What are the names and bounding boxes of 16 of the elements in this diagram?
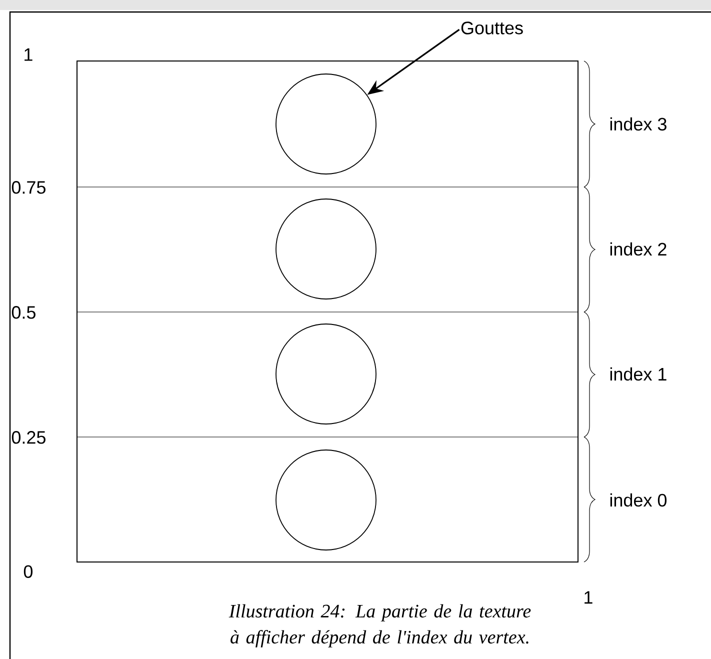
axis-label: 0.5 <box>12 306 36 319</box>
axis-label: 1 <box>584 591 592 604</box>
index-label: index 3 <box>610 117 666 131</box>
index-label: index 2 <box>610 242 666 256</box>
axis-label: 0.25 <box>12 431 46 444</box>
drop-circle <box>276 74 376 174</box>
drop-circle <box>276 324 376 424</box>
drop-circle <box>276 450 376 550</box>
axis-label: 0.75 <box>12 181 46 194</box>
index-label: index 1 <box>610 367 666 381</box>
index-label: index 0 <box>610 493 667 507</box>
axis-label: 1 <box>24 48 32 61</box>
axis-label: 0 <box>24 565 33 578</box>
caption: Illustration 24: La partie de la texture à afficher dépend de l'index du vertex. <box>228 604 531 648</box>
drop-circle <box>276 198 376 300</box>
callout-text: Gouttes <box>461 22 523 34</box>
